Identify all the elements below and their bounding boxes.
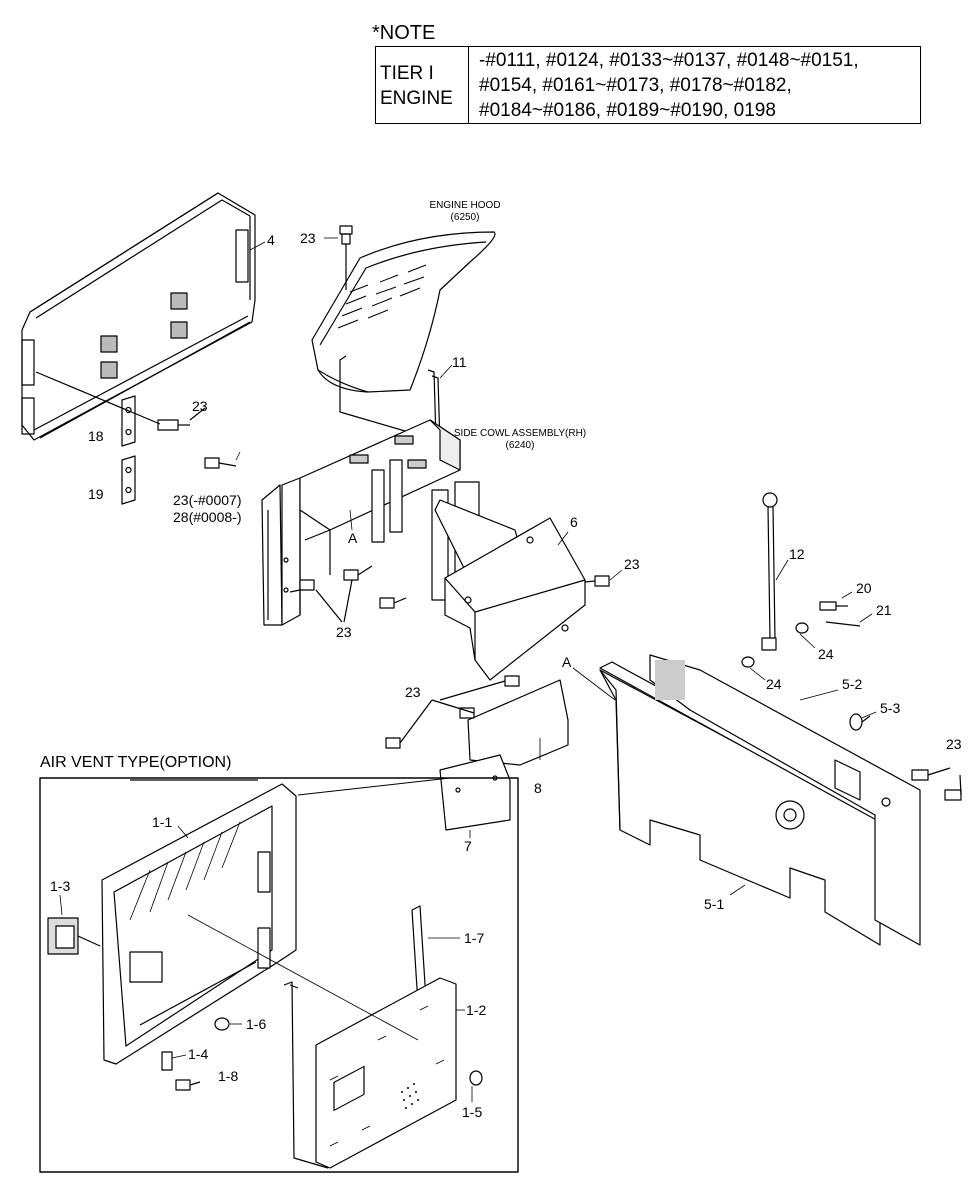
callout-12: 12: [789, 546, 805, 562]
screw-part-1-8: [175, 1079, 201, 1091]
note-title: *NOTE: [372, 22, 436, 44]
callout-1-1: 1-1: [152, 814, 173, 830]
note-header-line1: TIER I: [380, 63, 434, 84]
callout-1-2: 1-2: [466, 1002, 487, 1018]
engine-hood: [311, 231, 496, 393]
note-header-line2: ENGINE: [380, 88, 453, 109]
engine-hood-title: ENGINE HOOD (6250): [410, 200, 520, 224]
engine-hood-code: (6250): [450, 212, 480, 223]
plug-part-5-3: [849, 713, 871, 731]
callout-1-8: 1-8: [218, 1068, 239, 1084]
leader-lines: [235, 237, 877, 896]
bolts-part-23-far: [911, 767, 962, 801]
side-cowl-code: (6240): [505, 440, 535, 451]
callout-19: 19: [88, 486, 104, 502]
callout-A: A: [562, 654, 572, 670]
bolt-part-23-left: [157, 419, 190, 431]
callout-21: 21: [876, 602, 892, 618]
pin-part-21: [825, 621, 861, 627]
callout-5-1: 5-1: [704, 896, 725, 912]
bracket-part-18: [121, 395, 136, 447]
callout-23: 23: [405, 684, 421, 700]
note-serial-line: -#0111, #0124, #0133~#0137, #0148~#0151,: [479, 50, 859, 71]
callout-1-5: 1-5: [462, 1104, 483, 1120]
note-serials: -#0111, #0124, #0133~#0137, #0148~#0151,…: [469, 47, 920, 123]
bolt-part-23-right6: [584, 575, 610, 587]
callout-23: 23: [946, 736, 962, 752]
callout-4: 4: [267, 232, 275, 248]
cover-part-1-2: [315, 977, 457, 1169]
leader-line: [35, 371, 161, 425]
callout-1-6: 1-6: [246, 1016, 267, 1032]
callout-23: 23: [192, 398, 208, 414]
air-vent-option-box: [39, 777, 519, 1173]
panel-part-4: [21, 192, 256, 441]
callout-23: 23: [300, 230, 316, 246]
callout-1-7: 1-7: [464, 930, 485, 946]
callout-5-3: 5-3: [880, 700, 901, 716]
callout-24: 24: [766, 676, 782, 692]
leader-line: [189, 407, 206, 421]
vent-leader-lines: [59, 825, 473, 1102]
callout-5-2: 5-2: [842, 676, 863, 692]
bracket-part-19: [121, 455, 136, 505]
panel-part-5-1: [599, 661, 886, 946]
callout-28-serial: 28(#0008-): [173, 509, 242, 525]
callout-11: 11: [452, 354, 467, 370]
callout-7: 7: [464, 838, 472, 854]
callout-18: 18: [88, 428, 104, 444]
callout-23: 23: [624, 556, 640, 572]
callout-A: A: [348, 530, 358, 546]
latch-part-1-3: [47, 917, 101, 955]
note-serial-line: #0184~#0186, #0189~#0190, 0198: [479, 100, 776, 121]
engine-hood-label: ENGINE HOOD: [429, 200, 501, 211]
bracket-part-6: [444, 517, 586, 681]
pin-part-20: [819, 601, 848, 611]
panel-part-5-2: [649, 654, 921, 946]
bolt-part-23-top: [339, 225, 353, 290]
bolts-part-23-mid: [204, 457, 407, 623]
plate-part-8: [467, 679, 569, 766]
note-table: TIER I ENGINE -#0111, #0124, #0133~#0137…: [375, 46, 921, 124]
plate-part-7: [439, 754, 511, 831]
note-serial-line: #0154, #0161~#0173, #0178~#0182,: [479, 75, 792, 96]
catch-part-1-4: [161, 1051, 173, 1071]
washers-part-24: [741, 622, 809, 668]
callout-20: 20: [856, 580, 872, 596]
knob-part-1-5: [469, 1070, 483, 1086]
callout-23: 23: [336, 624, 352, 640]
side-cowl-label: SIDE COWL ASSEMBLY(RH): [453, 428, 587, 439]
rod-part-12: [761, 492, 778, 651]
side-cowl-frame: [261, 419, 521, 626]
callout-1-4: 1-4: [188, 1046, 209, 1062]
side-cowl-title: SIDE COWL ASSEMBLY(RH) (6240): [440, 428, 600, 452]
grommet-part-1-6: [214, 1017, 230, 1031]
rods-part-11: [339, 355, 441, 446]
note-header: TIER I ENGINE: [376, 47, 469, 123]
callout-23-serial: 23(-#0007): [173, 492, 242, 508]
callout-24: 24: [818, 646, 834, 662]
bolts-part-23-lower: [385, 675, 520, 749]
callout-8: 8: [534, 780, 542, 796]
callout-6: 6: [570, 514, 578, 530]
callout-1-3: 1-3: [50, 878, 71, 894]
vent-frame-part-1-1: [101, 783, 297, 1065]
air-vent-title: AIR VENT TYPE(OPTION): [40, 754, 232, 771]
